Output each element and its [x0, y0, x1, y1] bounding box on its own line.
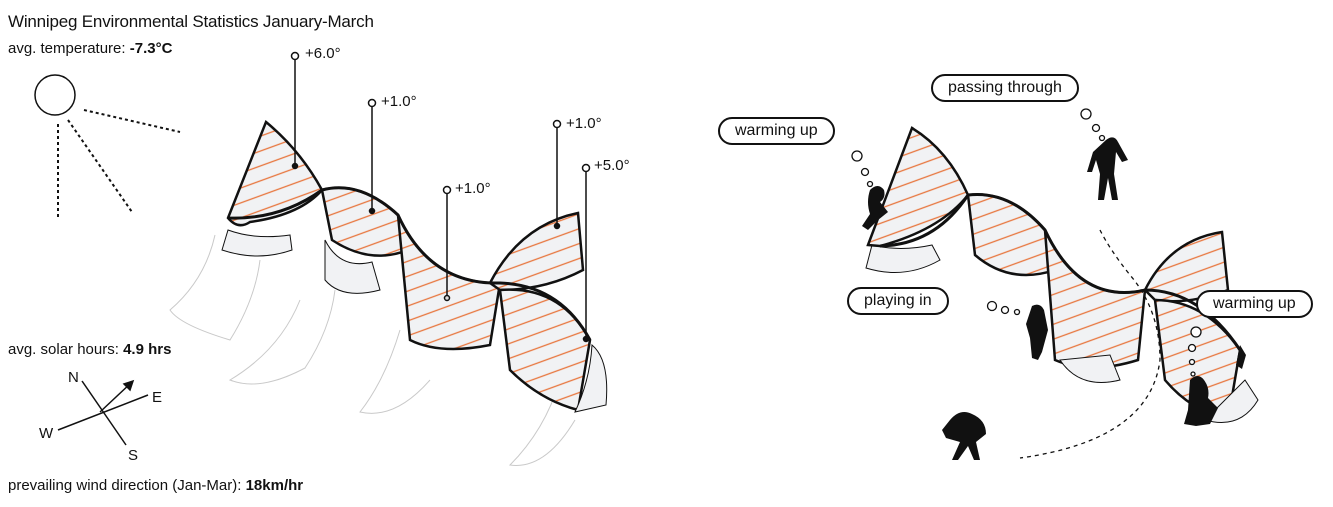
- temperature-stat: avg. temperature: -7.3°C: [8, 40, 172, 57]
- wind-stat: prevailing wind direction (Jan-Mar): 18k…: [8, 477, 303, 494]
- activity-bubble-playing-in: playing in: [847, 287, 949, 315]
- diagram-title: Winnipeg Environmental Statistics Januar…: [8, 12, 374, 31]
- temp-callout-1: +6.0°: [305, 45, 341, 62]
- compass-south: S: [128, 447, 139, 464]
- right-pavilion: [865, 126, 1259, 423]
- temp-callout-2: +1.0°: [381, 93, 417, 110]
- activity-bubble-warming-up-left: warming up: [718, 117, 835, 145]
- wind-label: prevailing wind direction (Jan-Mar):: [8, 477, 246, 494]
- temperature-label: avg. temperature:: [8, 40, 130, 57]
- solar-hours-stat: avg. solar hours: 4.9 hrs: [8, 341, 171, 358]
- solar-hours-label: avg. solar hours:: [8, 341, 124, 358]
- activity-bubble-warming-up-right: warming up: [1196, 290, 1313, 318]
- compass-north: N: [68, 369, 79, 386]
- compass-west: W: [39, 425, 54, 442]
- left-pavilion: [221, 119, 608, 413]
- temperature-value: -7.3°C: [129, 40, 173, 57]
- sun-icon: [34, 74, 181, 218]
- thought-dots: [851, 108, 1202, 377]
- solar-hours-value: 4.9 hrs: [123, 341, 172, 358]
- temp-callout-5: +5.0°: [594, 157, 630, 174]
- snow-drifts: [169, 234, 576, 466]
- temp-callout-3: +1.0°: [455, 180, 491, 197]
- compass-east: E: [152, 389, 163, 406]
- movement-path: [1019, 229, 1161, 459]
- wind-value: 18km/hr: [245, 477, 304, 494]
- activity-bubble-passing-through: passing through: [931, 74, 1079, 102]
- person-silhouettes: [862, 137, 1246, 460]
- temp-callout-4: +1.0°: [566, 115, 602, 132]
- compass-icon: [57, 379, 149, 446]
- temperature-leaders: [290, 51, 591, 343]
